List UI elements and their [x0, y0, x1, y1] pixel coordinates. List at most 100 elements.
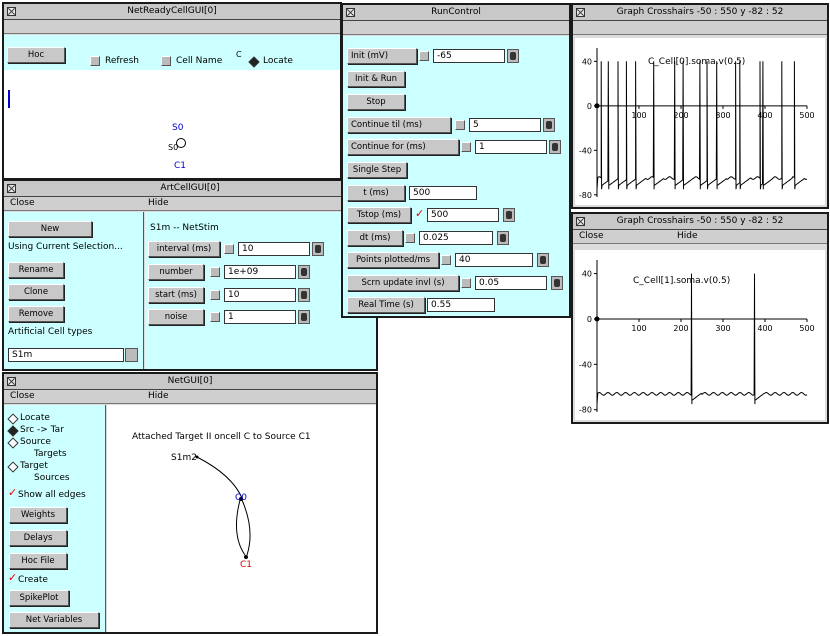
node-c0-label[interactable]: C0 — [235, 493, 248, 503]
realtime-button[interactable]: Real Time (s) — [347, 297, 425, 313]
netready-canvas[interactable] — [4, 70, 340, 178]
continue-for-field[interactable]: 1 — [475, 140, 547, 154]
param-button-0[interactable]: interval (ms) — [148, 241, 220, 257]
init-stepper[interactable] — [507, 49, 519, 63]
param-button-2[interactable]: start (ms) — [148, 287, 204, 303]
cellname-label: Cell Name — [176, 56, 223, 66]
new-button[interactable]: New — [8, 221, 92, 237]
cellname-checkbox[interactable] — [161, 56, 171, 66]
hoc-button[interactable]: Hoc — [7, 47, 65, 63]
continue-til-toggle[interactable] — [455, 120, 465, 130]
remove-button[interactable]: Remove — [8, 306, 64, 322]
dt-toggle[interactable] — [405, 233, 415, 243]
netready-titlebar[interactable]: NetReadyCellGUI[0] — [4, 4, 340, 20]
close-icon[interactable] — [346, 8, 355, 17]
clone-button[interactable]: Clone — [8, 284, 64, 300]
screen-update-button[interactable]: Scrn update invl (s) — [347, 275, 459, 291]
netvars-button[interactable]: Net Variables — [9, 612, 99, 628]
param-toggle-0[interactable] — [224, 244, 234, 254]
y-tick-label-1: 0 — [587, 315, 592, 324]
close-icon[interactable] — [576, 217, 585, 226]
node-src-label[interactable]: S1m2 — [171, 453, 197, 463]
types-list-field[interactable]: S1m — [8, 348, 124, 362]
param-field-1[interactable]: 1e+09 — [224, 265, 296, 279]
cell-soma-icon — [176, 138, 186, 148]
refresh-checkbox[interactable] — [90, 56, 100, 66]
screen-update-field[interactable]: 0.05 — [475, 276, 547, 290]
dt-field[interactable]: 0.025 — [419, 231, 493, 245]
continue-til-field[interactable]: 5 — [469, 118, 541, 132]
init-button[interactable]: Init (mV) — [347, 48, 417, 64]
types-list-scrollbar[interactable] — [125, 348, 138, 362]
screen-update-toggle[interactable] — [461, 278, 471, 288]
runcontrol-title: RunControl — [431, 7, 481, 17]
points-toggle[interactable] — [441, 255, 451, 265]
points-field[interactable]: 40 — [455, 253, 533, 267]
continue-for-stepper[interactable] — [549, 140, 561, 154]
param-button-1[interactable]: number — [148, 264, 204, 280]
t-button[interactable]: t (ms) — [347, 185, 405, 201]
graph2-titlebar[interactable]: Graph Crosshairs -50 : 550 y -82 : 52 — [573, 214, 827, 230]
edge-c0-to-c1-b — [241, 499, 251, 556]
menu-hide[interactable]: Hide — [677, 231, 698, 241]
hoc-file-button[interactable]: Hoc File — [9, 553, 67, 569]
menu-close[interactable]: Close — [10, 391, 35, 401]
netready-menubar — [4, 20, 340, 34]
netgui-canvas[interactable] — [107, 405, 376, 632]
single-step-button[interactable]: Single Step — [347, 162, 407, 178]
param-stepper-0[interactable] — [312, 242, 324, 256]
menu-close[interactable]: Close — [579, 231, 604, 241]
runcontrol-titlebar[interactable]: RunControl — [343, 5, 569, 21]
continue-for-button[interactable]: Continue for (ms) — [347, 139, 459, 155]
tstop-stepper[interactable] — [503, 208, 515, 222]
continue-for-toggle[interactable] — [461, 142, 471, 152]
param-toggle-2[interactable] — [210, 290, 220, 300]
netgui-titlebar[interactable]: NetGUI[0] — [4, 374, 376, 390]
points-button[interactable]: Points plotted/ms — [347, 252, 439, 268]
param-stepper-2[interactable] — [298, 288, 310, 302]
init-run-button[interactable]: Init & Run — [347, 71, 405, 87]
spikeplot-button[interactable]: SpikePlot — [9, 590, 69, 606]
param-field-3[interactable]: 1 — [224, 310, 296, 324]
param-field-0[interactable]: 10 — [238, 242, 310, 256]
close-icon[interactable] — [7, 377, 16, 386]
graph1-menubar — [573, 21, 827, 35]
tstop-check-icon[interactable]: ✓ — [415, 207, 425, 220]
points-stepper[interactable] — [537, 253, 549, 267]
init-toggle[interactable] — [419, 51, 429, 61]
node-c1-label[interactable]: C1 — [240, 560, 253, 570]
param-toggle-1[interactable] — [210, 267, 220, 277]
menu-hide[interactable]: Hide — [148, 198, 169, 208]
screen-update-stepper[interactable] — [551, 276, 563, 290]
weights-button[interactable]: Weights — [9, 507, 67, 523]
continue-til-stepper[interactable] — [543, 118, 555, 132]
dt-stepper[interactable] — [497, 231, 509, 245]
stop-button[interactable]: Stop — [347, 94, 405, 110]
dt-button[interactable]: dt (ms) — [347, 230, 403, 246]
param-stepper-3[interactable] — [298, 310, 310, 324]
param-field-2[interactable]: 10 — [224, 288, 296, 302]
close-icon[interactable] — [576, 8, 585, 17]
create-check-icon[interactable]: ✓ — [8, 571, 18, 584]
rename-button[interactable]: Rename — [8, 262, 64, 278]
artcell-titlebar[interactable]: ArtCellGUI[0] — [4, 181, 376, 197]
param-toggle-3[interactable] — [210, 312, 220, 322]
continue-til-button[interactable]: Continue til (ms) — [347, 117, 451, 133]
init-field[interactable]: -65 — [433, 49, 505, 63]
delays-button[interactable]: Delays — [9, 530, 67, 546]
tstop-field[interactable]: 500 — [427, 208, 499, 222]
menu-close[interactable]: Close — [10, 198, 35, 208]
close-icon[interactable] — [7, 184, 16, 193]
y-tick-label-0: 40 — [582, 270, 592, 279]
tstop-button[interactable]: Tstop (ms) — [347, 207, 411, 223]
close-icon[interactable] — [7, 7, 16, 16]
param-stepper-1[interactable] — [298, 265, 310, 279]
menu-hide[interactable]: Hide — [148, 391, 169, 401]
graph1-titlebar[interactable]: Graph Crosshairs -50 : 550 y -82 : 52 — [573, 5, 827, 21]
param-button-3[interactable]: noise — [148, 309, 204, 325]
show-edges-check-icon[interactable]: ✓ — [8, 486, 18, 499]
graph2-title: Graph Crosshairs -50 : 550 y -82 : 52 — [616, 216, 784, 226]
